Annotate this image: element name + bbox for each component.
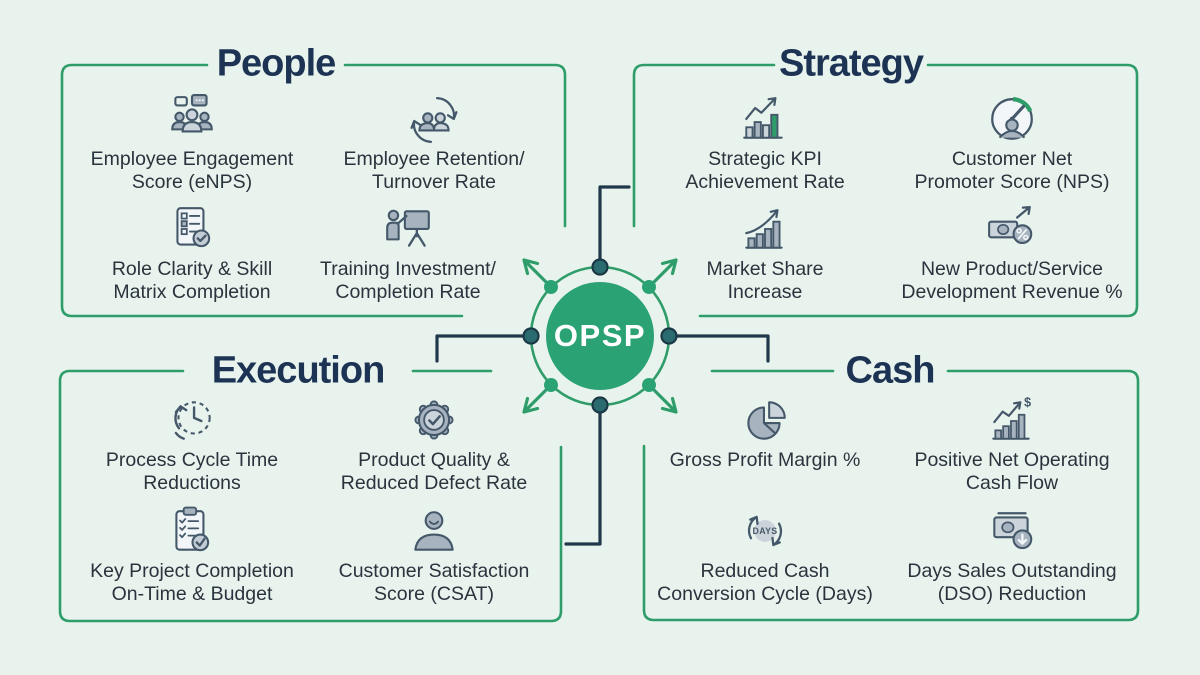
kpi-item: Market Share Increase [633,204,897,304]
kpi-label: Training Investment/ Completion Rate [320,258,496,303]
kpi-item: Customer Satisfaction Score (CSAT) [302,506,566,606]
trainer-board-icon [382,204,434,256]
kpi-item: Employee Retention/ Turnover Rate [302,94,566,194]
arrow-southeast [648,384,678,414]
svg-text:$: $ [1024,395,1031,409]
connector-south [564,403,602,546]
kpi-item: Strategic KPI Achievement Rate [633,94,897,194]
people-cycle-icon [408,94,460,146]
customer-person-icon [408,506,460,558]
growth-curve-chart-icon [739,204,791,256]
quadrant-title-cash: Cash [845,349,936,392]
kpi-item: New Product/Service Development Revenue … [880,204,1144,304]
money-down-icon [986,506,1038,558]
quadrant-title-execution: Execution [211,349,386,392]
arrow-northwest [522,258,552,288]
kpi-item: DAYS Reduced Cash Conversion Cycle (Days… [633,506,897,606]
kpi-item: Days Sales Outstanding (DSO) Reduction [880,506,1144,606]
kpi-item: Role Clarity & Skill Matrix Completion [60,204,324,304]
kpi-label: Gross Profit Margin % [669,449,861,471]
quality-badge-icon [408,395,460,447]
kpi-label: Strategic KPI Achievement Rate [685,148,845,193]
quadrant-title-people: People [216,42,337,85]
kpi-item: Process Cycle Time Reductions [60,395,324,495]
people-box-border [60,63,567,318]
kpi-label: Market Share Increase [706,258,824,303]
kpi-label: Product Quality & Reduced Defect Rate [340,449,528,494]
cash-flow-chart-icon: $ [986,395,1038,447]
kpi-label: Employee Retention/ Turnover Rate [343,148,525,193]
quadrant-title-strategy: Strategy [778,42,924,85]
arrow-northeast [648,258,678,288]
connector-north [598,185,631,269]
kpi-label: Customer Net Promoter Score (NPS) [914,148,1110,193]
kpi-item: $ Positive Net Operating Cash Flow [880,395,1144,495]
kpi-label: Customer Satisfaction Score (CSAT) [338,560,530,605]
cycle-time-clock-icon [166,395,218,447]
kpi-item: Employee Engagement Score (eNPS) [60,94,324,194]
kpi-item: Gross Profit Margin % [633,395,897,472]
clipboard-check-icon [166,506,218,558]
kpi-item: Training Investment/ Completion Rate [276,204,540,304]
connector-west [435,334,535,363]
connector-east [665,334,770,363]
kpi-label: Employee Engagement Score (eNPS) [90,148,294,193]
people-chat-icon [166,94,218,146]
checklist-doc-icon [166,204,218,256]
days-cycle-icon: DAYS [739,506,791,558]
revenue-percent-icon [986,204,1038,256]
opsp-hub-label: OPSP [553,318,647,353]
kpi-label: Role Clarity & Skill Matrix Completion [111,258,273,303]
arrow-southwest [522,384,552,414]
strategy-box-border [632,63,1139,318]
kpi-label: Reduced Cash Conversion Cycle (Days) [657,560,873,605]
execution-box-border [58,369,563,623]
hub-core [546,282,654,390]
hub-diagonal-dots [544,280,656,392]
kpi-label: Process Cycle Time Reductions [105,449,279,494]
kpi-bar-chart-icon [739,94,791,146]
pie-chart-icon [739,395,791,447]
cash-box-border [642,369,1140,622]
kpi-item: Customer Net Promoter Score (NPS) [880,94,1144,194]
gauge-icon [986,94,1038,146]
kpi-label: Key Project Completion On-Time & Budget [90,560,294,605]
svg-text:DAYS: DAYS [753,526,778,536]
kpi-label: New Product/Service Development Revenue … [901,258,1123,303]
hub-cardinal-dots [522,258,678,414]
kpi-item: Key Project Completion On-Time & Budget [60,506,324,606]
kpi-item: Product Quality & Reduced Defect Rate [302,395,566,495]
kpi-label: Days Sales Outstanding (DSO) Reduction [907,560,1117,605]
kpi-label: Positive Net Operating Cash Flow [914,449,1110,494]
